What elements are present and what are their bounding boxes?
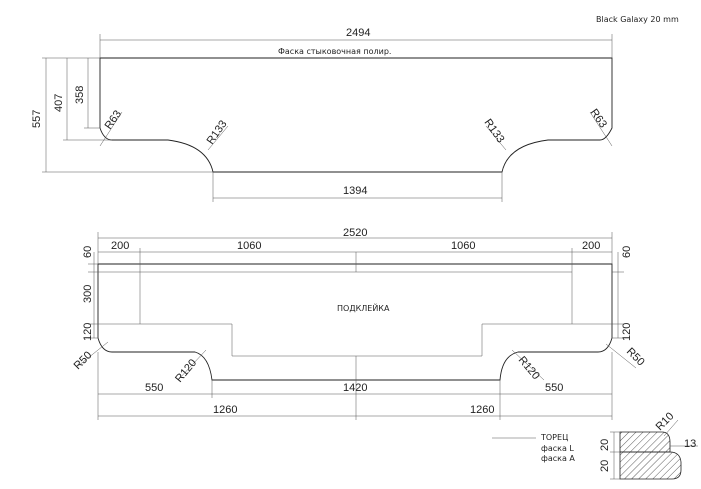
edge-60-right: 60 <box>621 246 633 258</box>
bottom-part: ПОДКЛЕЙКА 2520 200 1060 1060 200 60 300 … <box>72 227 647 420</box>
top-part: 2494 Фаска стыковочная полир. 557 407 35… <box>31 27 613 202</box>
depth-557-dim: 557 <box>31 110 43 128</box>
profile-radius: R10 <box>654 410 677 433</box>
bottom-r50-right: R50 <box>624 346 647 369</box>
bottom-1420-dim: 1420 <box>343 382 367 394</box>
top-width-dim: 2494 <box>346 27 370 39</box>
depth-358-dim: 358 <box>74 86 86 104</box>
bottom-width-dim: 2520 <box>343 227 367 239</box>
glue-label: ПОДКЛЕЙКА <box>337 302 390 313</box>
span-550-left: 550 <box>145 382 163 394</box>
top-r133-right: R133 <box>482 117 507 145</box>
legend-line-3: фаска А <box>541 454 575 463</box>
material-title: Black Galaxy 20 mm <box>596 15 679 24</box>
seg-1060-right: 1060 <box>451 240 475 252</box>
edge-60-left: 60 <box>82 246 94 258</box>
seg-200-right: 200 <box>582 240 600 252</box>
top-r63-right: R63 <box>588 107 609 130</box>
profile-offset: 13 <box>684 438 696 450</box>
half-1260-left: 1260 <box>213 404 237 416</box>
edge-profile: 20 20 13 R10 <box>599 410 698 480</box>
span-550-right: 550 <box>545 382 563 394</box>
bottom-part-outline <box>97 263 613 381</box>
top-r133-left: R133 <box>205 118 230 146</box>
half-1260-right: 1260 <box>470 404 494 416</box>
top-r63-left: R63 <box>103 108 124 131</box>
profile-top-slab <box>619 431 671 453</box>
edge-legend: ТОРЕЦ фаска L фаска А <box>492 433 575 463</box>
seg-200-left: 200 <box>111 240 129 252</box>
top-part-outline <box>99 57 613 173</box>
bottom-r50-left: R50 <box>72 349 95 372</box>
depth-407-dim: 407 <box>53 94 65 112</box>
top-bottom-width-dim: 1394 <box>343 185 367 197</box>
depth-300-dim: 300 <box>82 285 94 303</box>
legend-line-1: ТОРЕЦ <box>540 433 568 442</box>
legend-line-2: фаска L <box>541 444 574 453</box>
profile-height-bottom: 20 <box>599 460 611 472</box>
profile-height-top: 20 <box>599 439 611 451</box>
top-note: Фаска стыковочная полир. <box>278 47 391 56</box>
depth-120-right: 120 <box>621 323 633 341</box>
depth-120-left: 120 <box>82 323 94 341</box>
inner-glue-outline <box>139 271 573 357</box>
bottom-r120-right: R120 <box>516 354 542 382</box>
profile-bottom-slab <box>619 451 682 480</box>
seg-1060-left: 1060 <box>237 240 261 252</box>
